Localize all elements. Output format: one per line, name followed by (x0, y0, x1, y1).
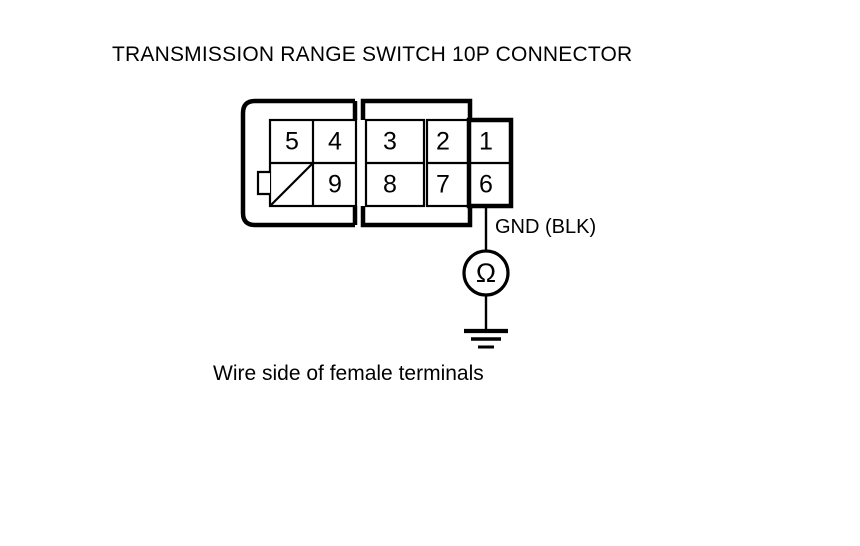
right-housing-top (360, 98, 473, 120)
pin-label-8: 8 (383, 171, 397, 199)
pin-label-6: 6 (479, 171, 493, 199)
blank-cavity-slash-icon (270, 163, 313, 206)
diagram-caption: Wire side of female terminals (213, 362, 484, 385)
locking-tab-notch (256, 170, 270, 196)
pin-label-1: 1 (479, 128, 493, 156)
pin-label-4: 4 (328, 128, 342, 156)
pin-label-2: 2 (436, 128, 450, 156)
pin-label-5: 5 (285, 128, 299, 156)
pin-label-7: 7 (436, 171, 450, 199)
omega-icon: Ω (476, 258, 496, 288)
pin-label-3: 3 (383, 128, 397, 156)
pin-label-9: 9 (328, 171, 342, 199)
page-title: TRANSMISSION RANGE SWITCH 10P CONNECTOR (112, 43, 633, 66)
right-housing-bottom (360, 206, 473, 228)
left-housing-shell (240, 98, 355, 228)
gnd-wire-label: GND (BLK) (495, 216, 597, 238)
